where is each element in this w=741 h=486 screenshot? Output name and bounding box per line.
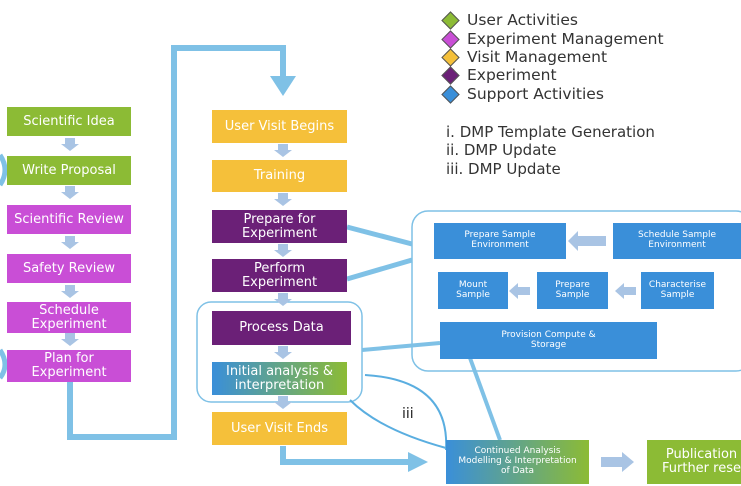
left-bracket-line (0, 348, 8, 380)
publication-arrow (601, 452, 634, 472)
provision-compute-storage-box: Provision Compute & Storage (440, 322, 657, 359)
plan-for-experiment-box: Plan for Experiment (7, 350, 131, 382)
write-proposal-box: Write Proposal (7, 156, 131, 185)
legend-diamond-icon (441, 10, 460, 30)
curved-connector (364, 374, 448, 451)
dmp-item-3: iii. DMP Update (446, 160, 561, 178)
prepare-support-connector (346, 224, 413, 247)
scientific-review-box: Scientific Review (7, 205, 131, 234)
publication-label: Publication Further rese (662, 447, 741, 476)
prepare-sample-box: Prepare Sample (537, 272, 608, 309)
prepare-for-experiment-box: Prepare for Experiment (212, 210, 347, 243)
dmp-item-1: i. DMP Template Generation (446, 123, 655, 141)
training-box: Training (212, 160, 347, 192)
legend-diamond-icon (441, 65, 460, 85)
schedule-sample-environment-box: Schedule Sample Environment (613, 223, 741, 259)
legend-label: Experiment Management (467, 30, 664, 48)
legend-item-user-activities: User Activities (441, 10, 578, 30)
process-data-box: Process Data (212, 311, 351, 345)
mount-sample-box: Mount Sample (438, 272, 508, 309)
schedule-experiment-box: Schedule Experiment (7, 302, 131, 333)
support-arrow (568, 231, 606, 251)
legend-label: Visit Management (467, 48, 608, 66)
visit-end-connector (280, 446, 410, 465)
initial-analysis-box: Initial analysis & interpretation (212, 362, 347, 395)
route-arrowhead (270, 76, 296, 96)
user-visit-begins-box: User Visit Begins (212, 110, 347, 143)
legend-diamond-icon (441, 29, 460, 49)
support-arrow (509, 283, 530, 299)
center-down-arrows (274, 144, 292, 409)
legend-diamond-icon (441, 47, 460, 67)
process-support-connector (361, 341, 441, 352)
dmp-item-2: ii. DMP Update (446, 141, 557, 159)
legend-item-visit-management: Visit Management (441, 47, 608, 67)
characterise-sample-box: Characterise Sample (641, 272, 714, 309)
visit-end-arrowhead (408, 452, 428, 472)
legend-item-experiment-management: Experiment Management (441, 29, 664, 49)
marker-iii: iii (402, 406, 414, 422)
prepare-sample-environment-box: Prepare Sample Environment (434, 223, 566, 259)
continued-analysis-box: Continued Analysis Modelling & Interpret… (446, 440, 589, 484)
curved-connector (349, 399, 447, 449)
legend-label: Experiment (467, 66, 557, 84)
left-down-arrows (61, 138, 79, 346)
legend-diamond-icon (441, 84, 460, 104)
route-connector (67, 45, 286, 440)
legend-item-experiment: Experiment (441, 65, 557, 85)
legend-label: Support Activities (467, 85, 604, 103)
user-visit-ends-box: User Visit Ends (212, 412, 347, 445)
provision-continued-connector (468, 357, 502, 441)
left-bracket-line (0, 153, 8, 187)
publication-box: Publication Further rese (647, 440, 741, 484)
scientific-idea-box: Scientific Idea (7, 107, 131, 136)
perform-support-connector (346, 257, 413, 282)
legend-label: User Activities (467, 11, 578, 29)
perform-experiment-box: Perform Experiment (212, 259, 347, 292)
support-container (411, 210, 741, 372)
safety-review-box: Safety Review (7, 254, 131, 283)
legend-item-support-activities: Support Activities (441, 84, 604, 104)
support-arrow (615, 283, 636, 299)
